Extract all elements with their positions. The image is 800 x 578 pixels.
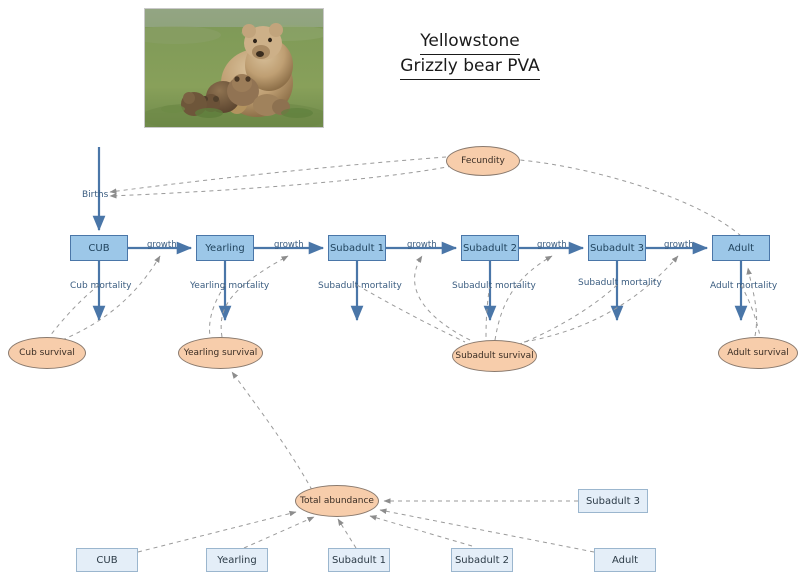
grizzly-bear-photo xyxy=(144,8,324,128)
label-subadult1-mortality: Subadult mortality xyxy=(318,281,402,291)
label-adult-mortality: Adult mortality xyxy=(710,281,778,291)
title-line-2: Grizzly bear PVA xyxy=(400,55,540,80)
title-line-1: Yellowstone xyxy=(420,30,520,55)
ref-box-subadult2[interactable]: Subadult 2 xyxy=(451,548,513,572)
label-growth-sub2-sub3: growth xyxy=(537,240,567,250)
stage-box-adult[interactable]: Adult xyxy=(712,235,770,261)
abundance-to-yearling-survival-link xyxy=(231,371,313,491)
fecundity-to-births-links xyxy=(109,156,453,199)
stage-box-subadult1[interactable]: Subadult 1 xyxy=(328,235,386,261)
mortality-to-survival-links xyxy=(49,284,761,345)
label-subadult2-mortality: Subadult mortality xyxy=(452,281,536,291)
label-subadult3-mortality: Subadult mortality xyxy=(578,278,662,288)
page-title: Yellowstone Grizzly bear PVA xyxy=(370,30,570,80)
stage-box-yearling[interactable]: Yearling xyxy=(196,235,254,261)
ellipse-adult-survival[interactable]: Adult survival xyxy=(718,337,798,369)
label-growth-sub1-sub2: growth xyxy=(407,240,437,250)
survival-to-flow-links xyxy=(61,255,758,343)
ellipse-yearling-survival[interactable]: Yearling survival xyxy=(178,337,263,369)
label-cub-mortality: Cub mortality xyxy=(70,281,132,291)
label-births: Births xyxy=(82,190,109,200)
label-growth-yearling-sub1: growth xyxy=(274,240,304,250)
ellipse-subadult-survival[interactable]: Subadult survival xyxy=(452,340,537,372)
stage-box-subadult3[interactable]: Subadult 3 xyxy=(588,235,646,261)
label-yearling-mortality: Yearling mortality xyxy=(190,281,270,291)
ref-box-adult[interactable]: Adult xyxy=(594,548,656,572)
ref-box-cub[interactable]: CUB xyxy=(76,548,138,572)
ref-box-yearling[interactable]: Yearling xyxy=(206,548,268,572)
ellipse-fecundity[interactable]: Fecundity xyxy=(446,146,520,176)
stage-box-cub[interactable]: CUB xyxy=(70,235,128,261)
ellipse-total-abundance[interactable]: Total abundance xyxy=(295,485,379,517)
label-growth-sub3-adult: growth xyxy=(664,240,694,250)
ref-box-subadult1[interactable]: Subadult 1 xyxy=(328,548,390,572)
ref-box-subadult3[interactable]: Subadult 3 xyxy=(578,489,648,513)
stage-box-subadult2[interactable]: Subadult 2 xyxy=(461,235,519,261)
adult-to-fecundity-link xyxy=(519,159,742,237)
ellipse-cub-survival[interactable]: Cub survival xyxy=(8,337,86,369)
label-growth-cub-yearling: growth xyxy=(147,240,177,250)
